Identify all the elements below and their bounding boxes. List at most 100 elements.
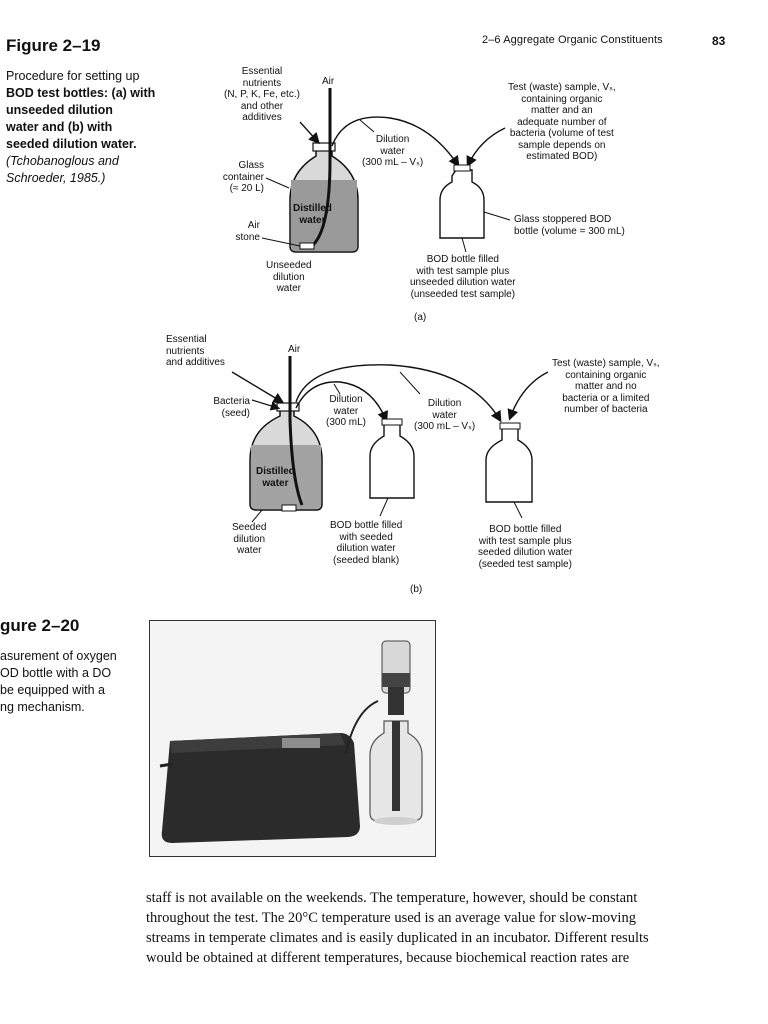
meter-display [282, 738, 320, 748]
label-line: and other [240, 100, 284, 112]
label-line: Seeded [232, 522, 267, 533]
bacteria-arrow [251, 399, 281, 411]
dilution1-label: Dilution water (300 mL) [326, 394, 366, 429]
probe-cable [345, 700, 379, 754]
label-line: Essential [241, 66, 283, 77]
label-line: (seeded test sample) [478, 558, 572, 570]
figure-2-19-title: Figure 2–19 [6, 36, 101, 55]
dilution-label-a: Dilution water (300 mL – Vₛ) [362, 134, 423, 169]
nutrients-arrow [299, 121, 320, 145]
unseeded-water-label: Unseeded dilution water [266, 260, 312, 295]
distilled-water-label-a: Distilled water [293, 203, 332, 226]
label-line: (300 mL – Vₛ) [362, 157, 424, 168]
air-tube [288, 356, 304, 506]
label-line: sample depends on [518, 139, 606, 151]
dilution-arrow-blank [295, 381, 388, 423]
label-line: bacteria (volume of test [509, 128, 614, 139]
body-line: staff is not available on the weekends. … [146, 890, 638, 906]
dilution-leader [359, 119, 375, 133]
label-line: water [380, 145, 405, 157]
label-line: unseeded dilution water [410, 277, 516, 288]
label-line: and additives [166, 357, 225, 368]
nutrients-arrow [231, 371, 285, 404]
label-line: with seeded [339, 531, 393, 543]
figure-2-20-title: gure 2–20 [0, 616, 80, 635]
caption-line: ng mechanism. [0, 700, 85, 714]
bod-procedure-diagram [231, 88, 549, 523]
caption-line: asurement of oxygen [0, 649, 117, 663]
air-tube [310, 88, 332, 248]
label-line: Test (waste) sample, Vₛ, [508, 82, 616, 93]
running-header: 2–6 Aggregate Organic Constituents [482, 34, 663, 46]
seeded-test-label: BOD bottle filled with test sample plus … [478, 524, 573, 570]
seeded-test-leader [513, 501, 523, 519]
label-line: water [276, 283, 302, 294]
label-line: bottle (volume = 300 mL) [514, 225, 625, 237]
bacteria-label: Bacteria (seed) [200, 396, 250, 419]
caption-line: Schroeder, 1985.) [6, 171, 106, 185]
dilution2-label: Dilution water (300 mL – Vₛ) [414, 398, 475, 433]
seeded-water-fill [251, 445, 321, 509]
seeded-water-leader [251, 509, 263, 523]
label-line: BOD bottle filled [330, 520, 403, 531]
test-sample-arrow [466, 127, 506, 168]
label-line: seeded dilution water [478, 547, 573, 558]
nutrients-label-a: Essential nutrients (N, P, K, Fe, etc.) … [224, 66, 300, 124]
label-line: Unseeded [266, 260, 312, 271]
air-label-b: Air [288, 344, 301, 355]
label-line: bacteria or a limited [562, 392, 650, 404]
label-line: Glass [238, 160, 264, 171]
label-line: water [299, 214, 326, 226]
bod-bottle-blank [369, 423, 415, 499]
seeded-water-label: Seeded dilution water [232, 522, 266, 557]
bod-stopper [499, 422, 521, 430]
label-line: stone [235, 231, 260, 243]
caption-line: Procedure for setting up [6, 69, 140, 83]
label-line: Test (waste) sample, Vₛ, [552, 358, 660, 369]
label-line: containing organic [521, 93, 603, 105]
do-meter-photo [149, 620, 436, 857]
label-line: estimated BOD) [526, 151, 598, 162]
label-line: nutrients [242, 77, 282, 89]
label-line: Air [247, 220, 260, 231]
label-line: (unseeded test sample) [410, 288, 516, 300]
label-line: (≈ 20 L) [229, 183, 264, 194]
label-line: Bacteria [213, 396, 250, 407]
label-line: dilution water [336, 543, 396, 554]
label-line: (300 mL) [326, 417, 367, 428]
label-line: containing organic [565, 369, 647, 381]
caption-line: seeded dilution water. [6, 137, 137, 151]
caption-line: OD bottle with a DO [0, 666, 112, 680]
dilution-transfer-arrow [331, 116, 460, 168]
bod-filled-leader [461, 237, 467, 253]
label-line: water [262, 477, 289, 489]
label-line: Essential [166, 334, 207, 345]
test-sample-label-a: Test (waste) sample, Vₛ, containing orga… [508, 82, 616, 163]
test-sample-label-b: Test (waste) sample, Vₛ, containing orga… [552, 358, 660, 416]
label-line: adequate number of [517, 116, 607, 128]
label-line: with test sample plus [416, 265, 510, 277]
label-line: Dilution [329, 394, 363, 405]
dilution-arrow-test [295, 364, 502, 423]
nutrients-label-b: Essential nutrients and additives [166, 334, 225, 369]
label-line: water [333, 405, 359, 417]
blank-label: BOD bottle filled with seeded dilution w… [330, 520, 402, 566]
dilution1-leader [333, 383, 341, 395]
panel-a-tag: (a) [414, 312, 427, 323]
label-line: container [222, 171, 264, 183]
label-line: matter and an [530, 105, 593, 116]
air-label-a: Air [322, 76, 335, 87]
label-line: with test sample plus [478, 535, 572, 547]
do-meter-photo-drawing [150, 621, 435, 856]
body-line: throughout the test. The 20°C temperatur… [146, 910, 636, 926]
label-line: Glass stoppered BOD [514, 214, 612, 225]
page-number: 83 [712, 34, 726, 48]
label-line: BOD bottle filled [489, 524, 562, 535]
label-line: Distilled [256, 466, 295, 477]
caption-line: water and (b) with [6, 120, 113, 134]
carboy-stopper [312, 142, 336, 152]
label-line: dilution [233, 533, 266, 545]
panel-b-tag: (b) [410, 584, 423, 595]
glass-bottle-leader [483, 211, 511, 221]
do-meter-body [161, 733, 360, 843]
